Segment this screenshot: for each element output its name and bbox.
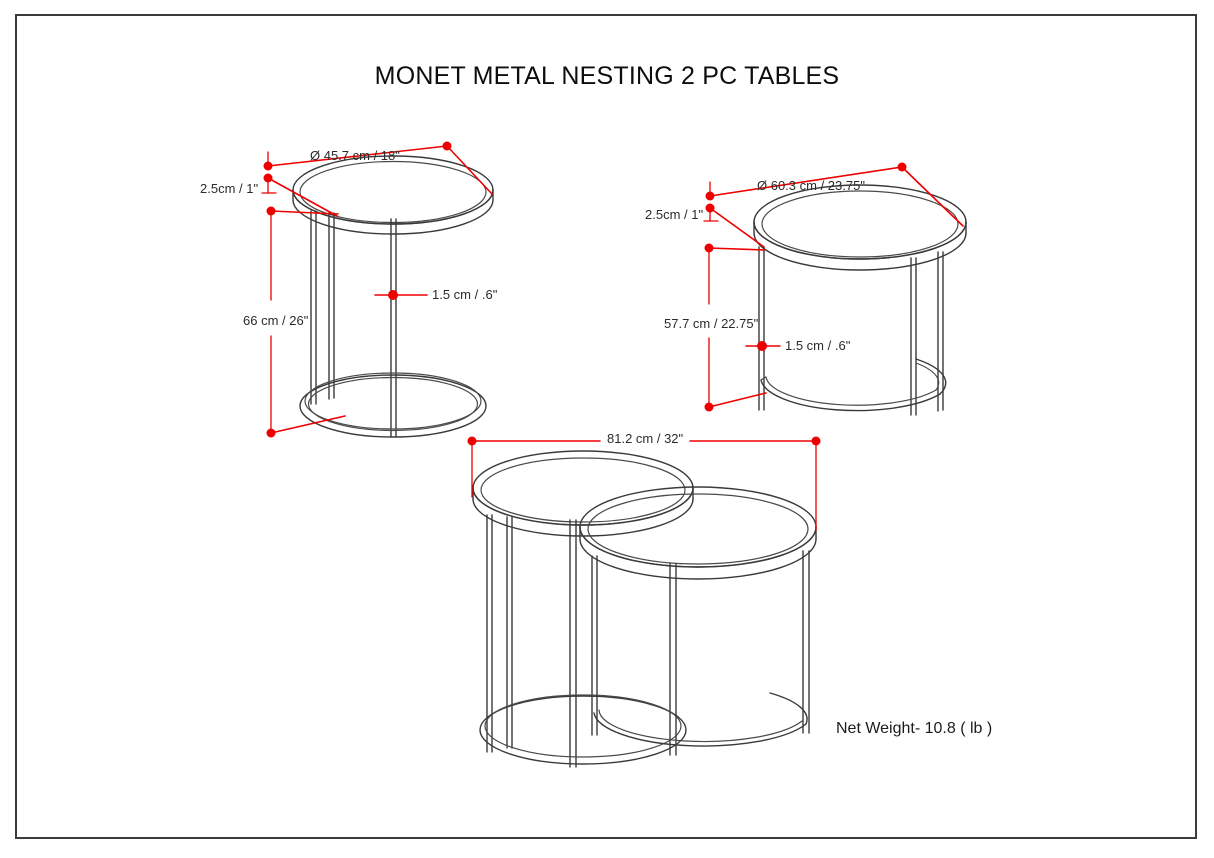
net-weight-label: Net Weight- 10.8 ( lb ) xyxy=(836,720,993,737)
small-diam-dot-right xyxy=(442,141,452,151)
nested-assembly-drawing xyxy=(467,436,821,768)
nest-small-top-rim-bottom xyxy=(472,487,694,526)
large-table-base-ring-cap-left xyxy=(760,376,767,381)
nest-large-top-inner-recess xyxy=(587,493,809,565)
large-height-dot-top xyxy=(704,243,714,253)
small-table-leg-thickness-label: 1.5 cm / .6" xyxy=(432,287,498,302)
nest-width-dot-right xyxy=(811,436,821,446)
large-table-base-ring-outer-front xyxy=(760,379,941,412)
large-thick-leader xyxy=(709,207,765,248)
large-table-drawing xyxy=(703,162,967,416)
nested-width-dimension xyxy=(467,436,821,531)
large-height-leader-top xyxy=(708,247,766,251)
small-table-top-rim-bottom-outer xyxy=(292,189,494,225)
sheet-border xyxy=(15,14,1197,839)
large-table-height-label: 57.7 cm / 22.75" xyxy=(664,316,759,331)
large-table-height-dimension xyxy=(704,243,767,412)
small-table-thickness-dimension xyxy=(261,151,338,217)
small-thick-leader xyxy=(267,177,338,217)
small-height-dot-bottom xyxy=(266,428,276,438)
large-table-thickness-dimension xyxy=(703,181,765,248)
nest-large-base-ring-outer-tail xyxy=(769,692,808,725)
small-table-diameter-label: Ø 45.7 cm / 18" xyxy=(310,148,400,163)
small-table-top-inner-recess xyxy=(299,160,487,224)
nest-large-top-rim-bottom xyxy=(579,526,817,568)
large-table-base-ring-inner-tail xyxy=(915,362,940,391)
small-height-leader-top xyxy=(270,210,339,215)
nest-width-dot-left xyxy=(467,436,477,446)
large-diam-leader-top xyxy=(709,166,903,197)
small-table-leg-dimension xyxy=(374,290,428,300)
nest-small-base-ring-outer xyxy=(479,695,687,765)
nest-small-top-inner-recess xyxy=(480,457,686,523)
large-diam-leader-right xyxy=(901,166,964,227)
large-table-base-ring-inner-front xyxy=(765,376,937,406)
small-table-base-ring-outer xyxy=(299,374,487,438)
small-height-leader-bottom xyxy=(270,415,346,434)
large-height-dot-bottom xyxy=(704,402,714,412)
small-diam-leader-top xyxy=(267,145,448,167)
small-table-base-ring-inner xyxy=(304,372,482,430)
small-height-dot-top xyxy=(266,206,276,216)
large-table-top-rim-bottom-outer xyxy=(753,221,967,260)
large-table-top-underside xyxy=(753,232,967,271)
small-table-drawing xyxy=(261,141,494,438)
large-leg-dim-dot xyxy=(757,341,767,351)
large-table-leg-thickness-label: 1.5 cm / .6" xyxy=(785,338,851,353)
nest-large-top-underside xyxy=(579,538,817,580)
large-diam-dot-right xyxy=(897,162,907,172)
large-height-leader-bottom xyxy=(708,392,767,408)
small-leg-dim-dot xyxy=(388,290,398,300)
large-table-diameter-label: Ø 60.3 cm / 23.75" xyxy=(757,178,865,193)
page-title: MONET METAL NESTING 2 PC TABLES xyxy=(374,62,840,90)
small-table-height-dimension xyxy=(266,206,346,438)
small-diam-leader-right xyxy=(446,145,493,195)
large-table-leg-dimension xyxy=(745,341,781,351)
large-table-base-ring-outer-tail xyxy=(915,358,947,395)
small-table-top-underside xyxy=(292,199,494,235)
nest-small-base-ring-inner xyxy=(484,694,682,758)
nest-large-base-ring-outer-front xyxy=(593,712,807,747)
large-table-diameter-dimension xyxy=(705,162,964,227)
small-table-base-ring-inner2 xyxy=(307,376,479,432)
small-table-height-label: 66 cm / 26" xyxy=(243,313,309,328)
small-table-thickness-label: 2.5cm / 1" xyxy=(200,181,259,196)
nested-assembly-width-label: 81.2 cm / 32" xyxy=(607,431,684,446)
large-table-thickness-label: 2.5cm / 1" xyxy=(645,207,704,222)
large-table-top-inner-recess xyxy=(761,190,959,258)
nest-large-base-ring-inner-front xyxy=(598,709,803,743)
